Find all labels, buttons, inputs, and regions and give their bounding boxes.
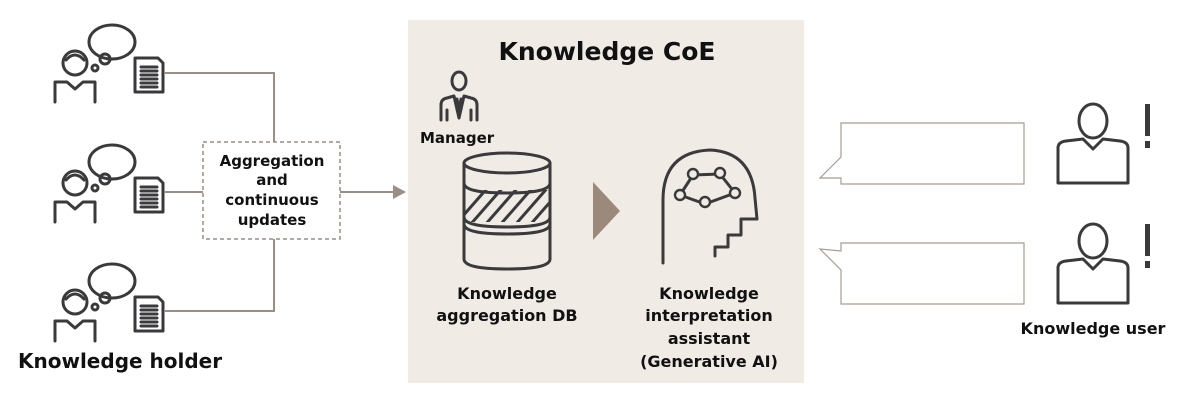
aggregation-line: Aggregation [220,152,325,170]
database-icon [462,151,552,271]
knowledge-holder-icon [53,23,165,104]
assistant-label-line: interpretation [645,306,772,325]
coe-title: Knowledge CoE [498,37,715,66]
ai-head-icon [661,148,759,265]
speech-bubble [818,242,1025,305]
speech-bubble [818,122,1025,185]
connector-line [164,239,275,312]
knowledge-holder-icon [53,262,165,343]
knowledge-holder-label: Knowledge holder [18,349,222,373]
db-label-line: aggregation DB [436,306,577,325]
manager-icon [439,70,479,122]
aggregation-line: continuous [225,191,319,209]
aggregation-line: and [256,171,288,189]
assistant-label-line: (Generative AI) [640,352,778,371]
knowledge-user-icon [1056,102,1152,185]
assistant-label-line: assistant [668,329,751,348]
knowledge-holder-icon [53,143,165,224]
arrow-head-icon [393,185,406,199]
flow-arrow-icon [593,182,620,240]
connector-line [164,72,275,142]
knowledge-user-icon [1056,222,1152,305]
assistant-label-line: Knowledge [659,284,759,303]
manager-label: Manager [420,129,495,147]
db-label-line: Knowledge [457,284,557,303]
aggregation-box [202,141,341,240]
aggregation-line: updates [238,211,307,229]
knowledge-user-label: Knowledge user [1021,319,1166,338]
